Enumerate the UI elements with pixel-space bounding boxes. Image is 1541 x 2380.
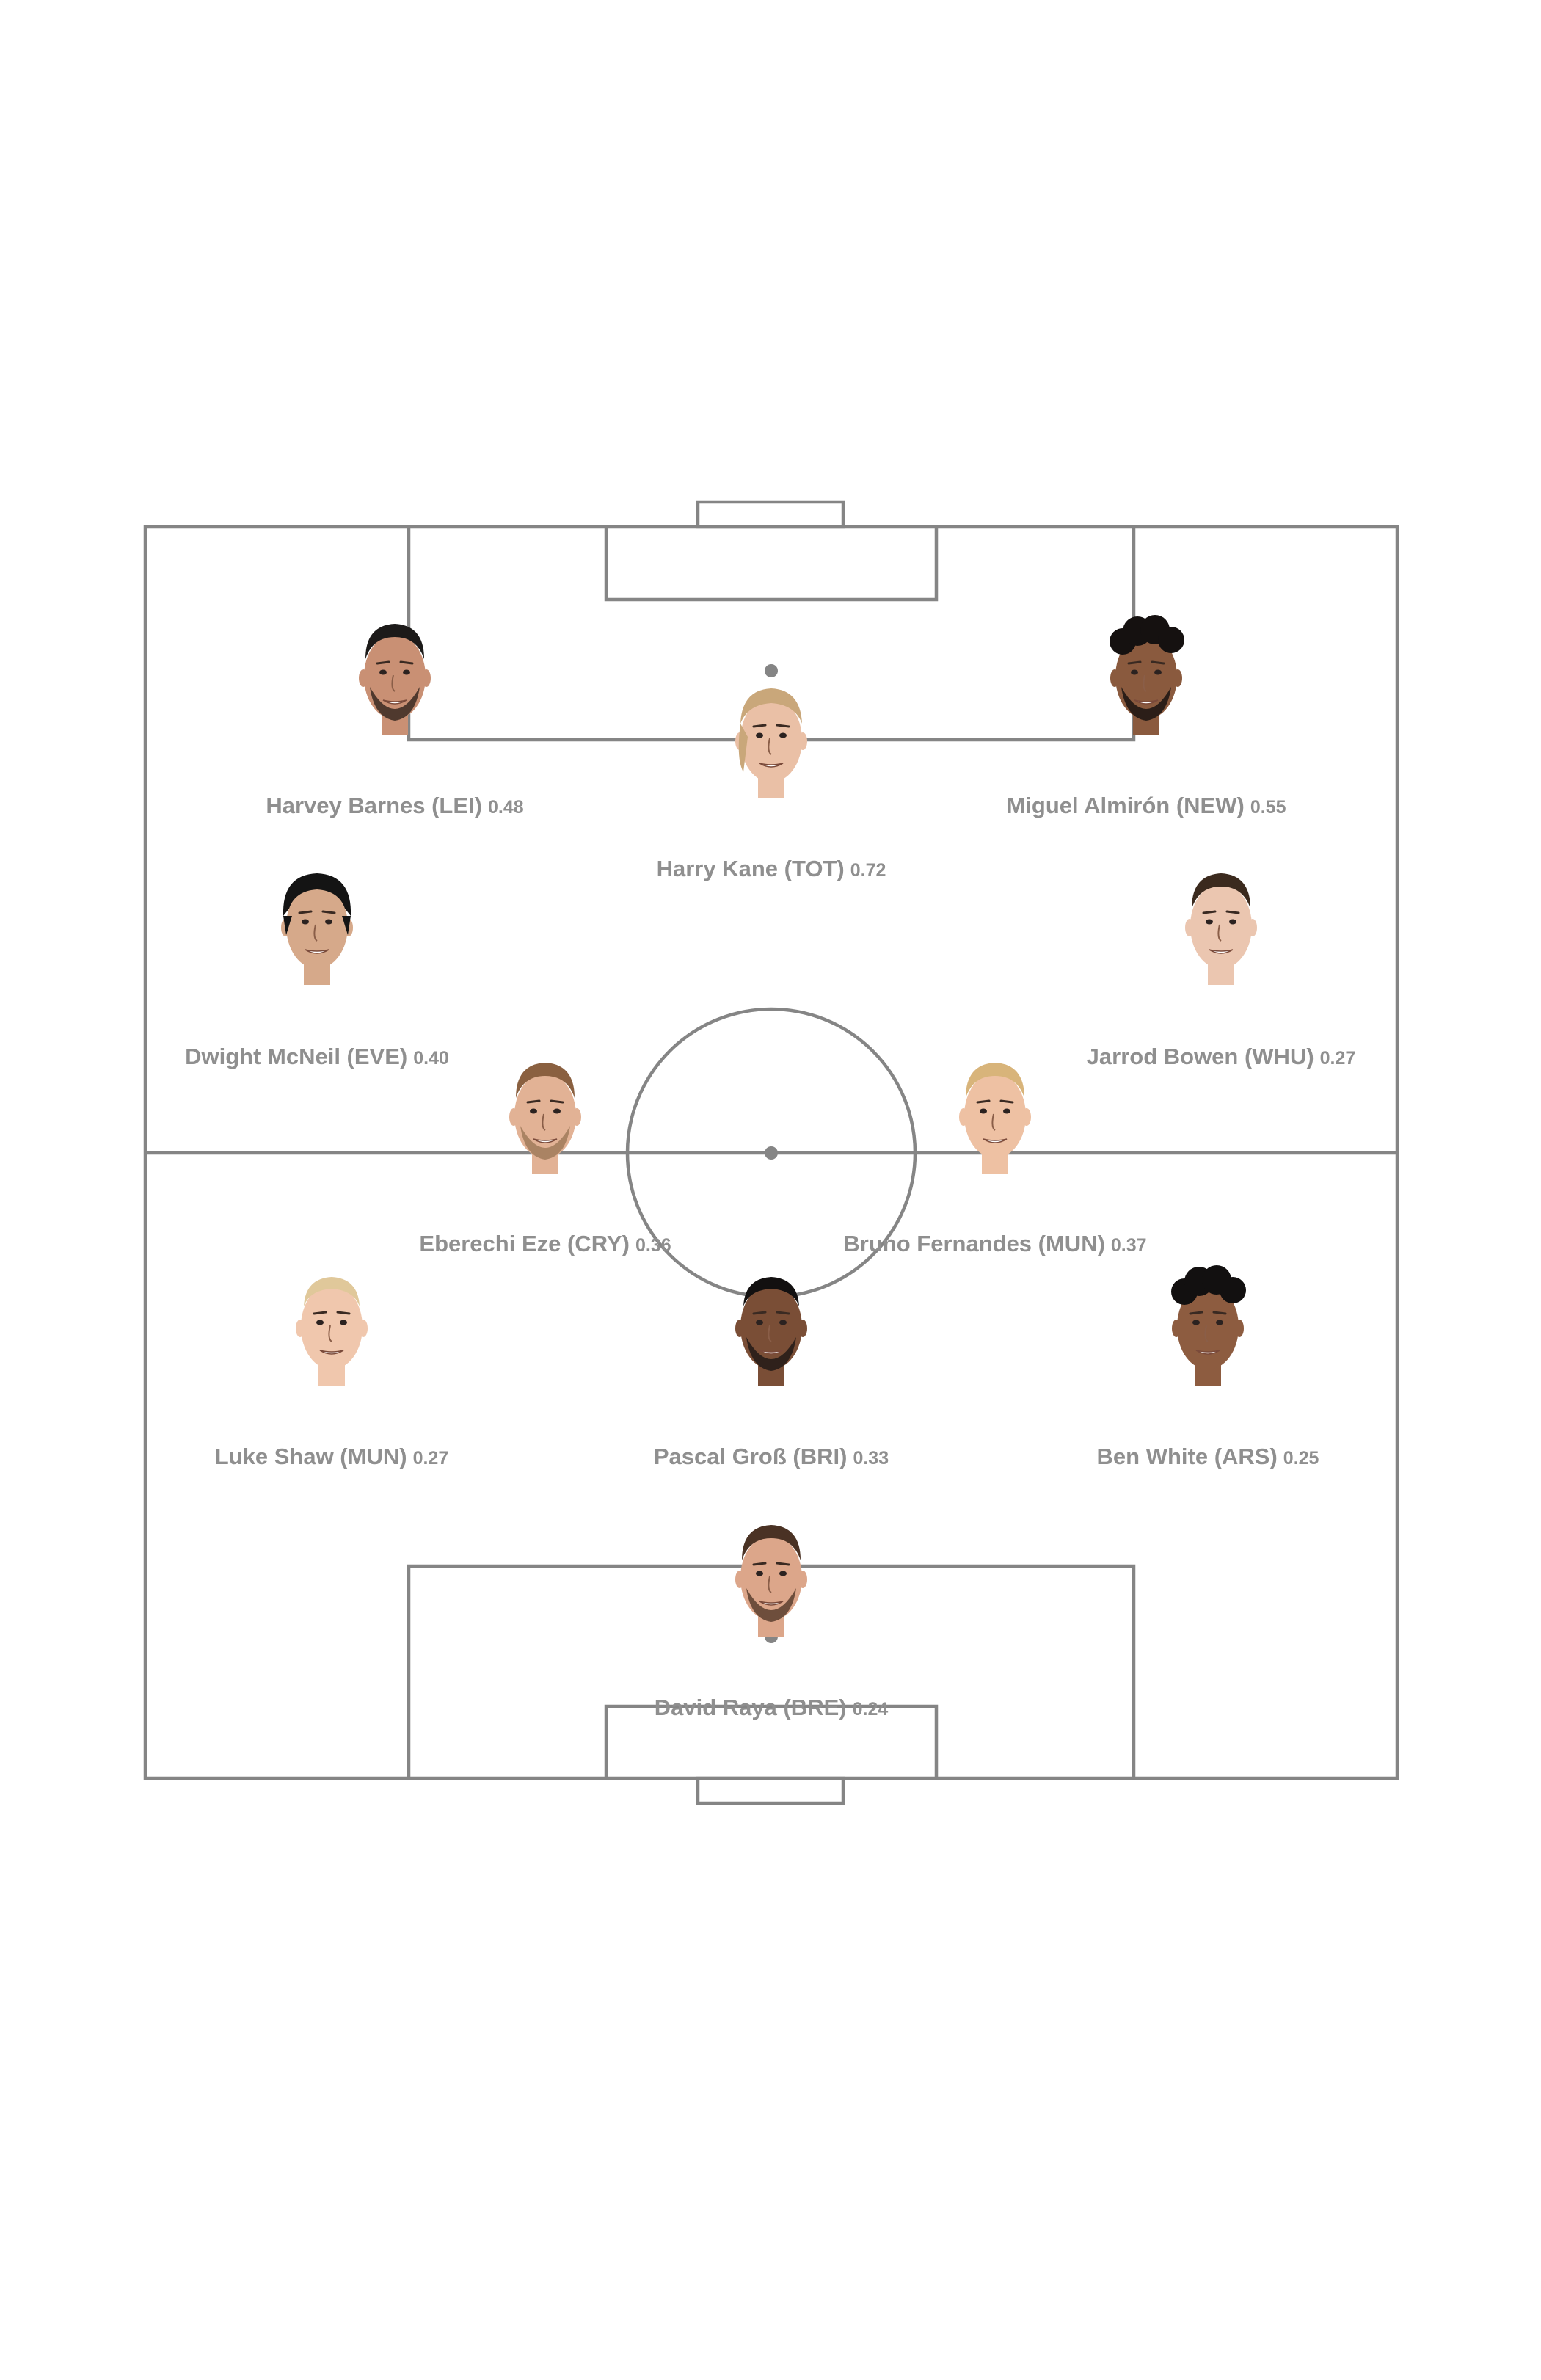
top-goal [696, 500, 845, 529]
player-label: Bruno Fernandes (MUN)0.37 [738, 1231, 1252, 1257]
player-name: David Raya (BRE) [654, 1695, 847, 1720]
player-label: Jarrod Bowen (WHU)0.27 [964, 1044, 1478, 1070]
player-name: Dwight McNeil (EVE) [185, 1044, 408, 1069]
player-name: Harry Kane (TOT) [656, 856, 845, 881]
player-label: Eberechi Eze (CRY)0.36 [288, 1231, 802, 1257]
player-label: Harvey Barnes (LEI)0.48 [138, 793, 652, 819]
player-face-icon [349, 615, 440, 738]
player-label: Ben White (ARS)0.25 [951, 1444, 1465, 1470]
player-name: Eberechi Eze (CRY) [419, 1231, 630, 1256]
player-value: 0.48 [487, 797, 524, 818]
player-label: Miguel Almirón (NEW)0.55 [889, 793, 1403, 819]
player-face-icon [726, 1265, 817, 1389]
player-value: 0.25 [1283, 1448, 1319, 1469]
player-face-icon [726, 678, 817, 801]
player-name: Pascal Groß (BRI) [653, 1444, 848, 1469]
player-face-icon [1101, 615, 1192, 738]
bottom-six-yard-box [604, 1704, 939, 1778]
player-name: Jarrod Bowen (WHU) [1086, 1044, 1314, 1069]
player-value: 0.27 [412, 1448, 449, 1469]
player-label: David Raya (BRE)0.24 [514, 1695, 1028, 1721]
bottom-goal [696, 1776, 845, 1805]
player-value: 0.36 [635, 1235, 671, 1256]
player-name: Ben White (ARS) [1096, 1444, 1278, 1469]
player-label: Pascal Groß (BRI)0.33 [514, 1444, 1028, 1470]
player-label: Dwight McNeil (EVE)0.40 [60, 1044, 574, 1070]
player-face-icon [950, 1054, 1041, 1177]
center-spot [765, 1146, 778, 1160]
player-value: 0.55 [1250, 797, 1286, 818]
top-penalty-spot [765, 664, 778, 677]
player-face-icon [1176, 865, 1267, 988]
player-face-icon [1162, 1265, 1253, 1389]
player-value: 0.40 [413, 1048, 449, 1069]
player-label: Luke Shaw (MUN)0.27 [75, 1444, 589, 1470]
player-value: 0.33 [853, 1448, 889, 1469]
player-value: 0.24 [852, 1699, 889, 1720]
player-face-icon [286, 1265, 377, 1389]
player-value: 0.27 [1319, 1048, 1356, 1069]
player-name: Luke Shaw (MUN) [214, 1444, 407, 1469]
player-value: 0.37 [1110, 1235, 1147, 1256]
player-name: Miguel Almirón (NEW) [1006, 793, 1245, 818]
player-face-icon [726, 1516, 817, 1640]
player-label: Harry Kane (TOT)0.72 [514, 856, 1028, 882]
player-value: 0.72 [850, 860, 886, 881]
player-name: Harvey Barnes (LEI) [266, 793, 482, 818]
player-face-icon [500, 1054, 591, 1177]
top-six-yard-box [604, 527, 939, 602]
player-face-icon [272, 865, 363, 988]
player-name: Bruno Fernandes (MUN) [843, 1231, 1105, 1256]
